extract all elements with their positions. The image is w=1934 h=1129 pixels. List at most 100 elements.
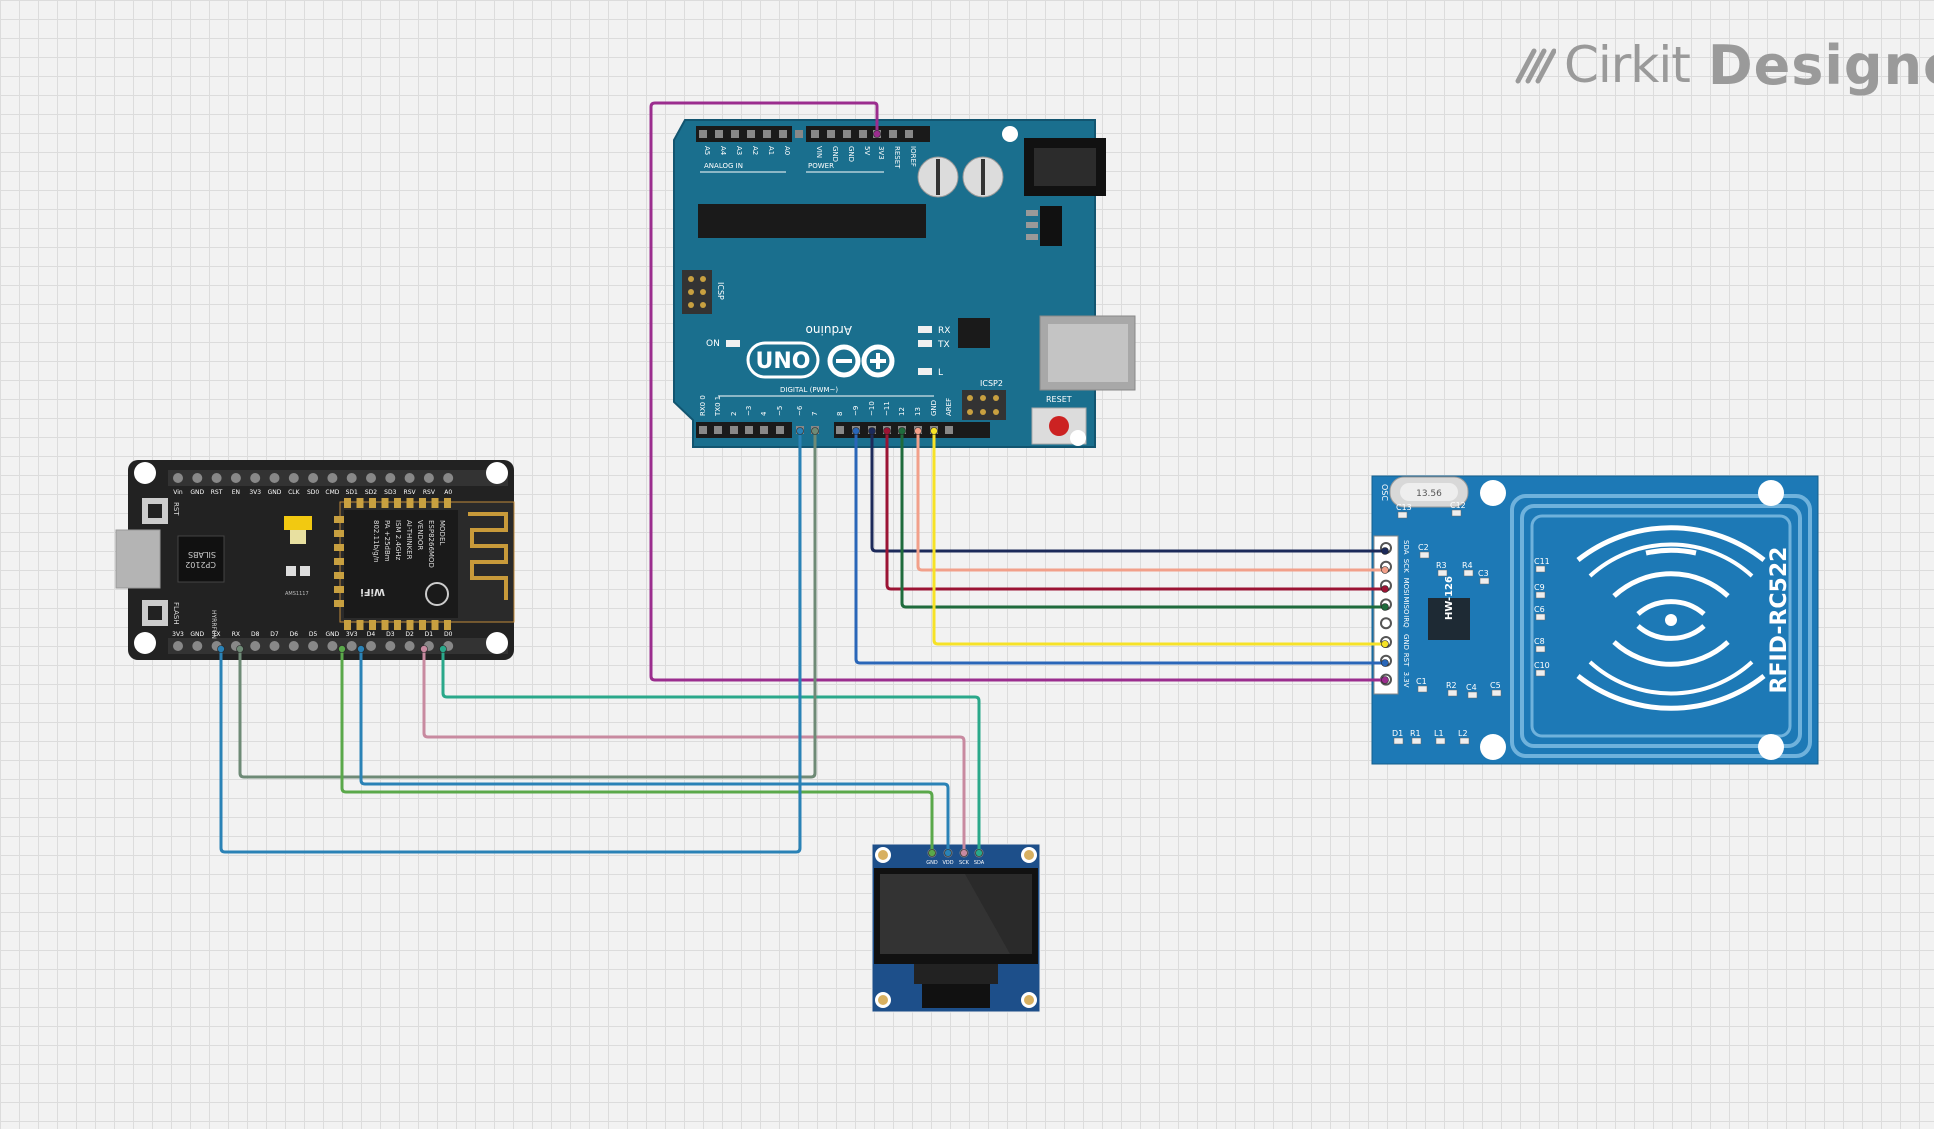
nodemcu-pin-top[interactable] xyxy=(443,473,454,483)
nodemcu-pin-top[interactable] xyxy=(269,473,280,483)
wire-blue-pin9[interactable] xyxy=(854,431,1385,665)
wire-blue-tx-pin6[interactable] xyxy=(219,431,802,854)
nodemcu-pin-bottom[interactable] xyxy=(327,641,338,651)
nodemcu-pin-bottom[interactable] xyxy=(308,641,319,651)
wire-navy-pin13[interactable] xyxy=(870,431,1385,553)
arduino-pin-top[interactable] xyxy=(795,130,803,138)
rfid-pin-label: MOSI xyxy=(1402,578,1410,596)
arduino-uno-board[interactable]: ICSP ICSP2 RESET ON RX TX L UNO Arduino … xyxy=(673,119,1136,448)
arduino-pin-bottom[interactable] xyxy=(714,426,722,434)
rfid-rc522-module[interactable]: RFID-RC522 13.56 OSC HW-126 SDASCKMOSIMI… xyxy=(1371,475,1819,765)
nodemcu-pin-bottom[interactable] xyxy=(173,641,183,651)
rfid-pin-label: SCK xyxy=(1402,559,1410,573)
arduino-pin-top[interactable] xyxy=(763,130,771,138)
wires[interactable] xyxy=(219,101,1385,854)
arduino-pin-top[interactable] xyxy=(827,130,835,138)
wire-gray-rx-pin7[interactable] xyxy=(238,431,817,779)
arduino-bottom-pin-label: 13 xyxy=(914,407,922,416)
nodemcu-bottom-pin-label: D8 xyxy=(251,631,260,638)
rfid-pin-label: 3.3V xyxy=(1402,672,1410,688)
nodemcu-pin-top[interactable] xyxy=(250,473,261,483)
arduino-pin-bottom[interactable] xyxy=(760,426,768,434)
arduino-pin-bottom[interactable] xyxy=(745,426,753,434)
wire-yellow-gnd[interactable] xyxy=(932,431,1385,646)
rfid-name-label: RFID-RC522 xyxy=(1767,547,1792,694)
arduino-pin-bottom[interactable] xyxy=(836,426,844,434)
nodemcu-pin-bottom[interactable] xyxy=(385,641,396,651)
arduino-top-pin-label: VIN xyxy=(815,146,823,158)
arduino-top-pin-label: IOREF xyxy=(909,146,917,167)
nodemcu-pin-bottom[interactable] xyxy=(288,641,299,651)
nodemcu-top-pin-label: RSV xyxy=(423,489,436,496)
nodemcu-pin-top[interactable] xyxy=(366,473,376,483)
nodemcu-pin-top[interactable] xyxy=(385,473,396,483)
arduino-top-pin-label: RESET xyxy=(893,146,901,169)
rfid-part-label: C13 xyxy=(1396,503,1412,512)
wire-pink-d2-sck[interactable] xyxy=(422,649,966,853)
arduino-bottom-pin-label: GND xyxy=(930,400,938,416)
nodemcu-bottom-pin-label: TX xyxy=(212,631,221,638)
wire-dkgreen-pin10[interactable] xyxy=(900,431,1385,609)
nodemcu-pin-bottom[interactable] xyxy=(250,641,261,651)
arduino-pin-bottom[interactable] xyxy=(730,426,738,434)
arduino-pin-top[interactable] xyxy=(779,130,787,138)
nodemcu-pin-top[interactable] xyxy=(404,473,415,483)
rfid-part-label: C12 xyxy=(1450,501,1466,510)
nodemcu-pin-top[interactable] xyxy=(192,473,203,483)
arduino-pin-top[interactable] xyxy=(811,130,819,138)
nodemcu-pin-top[interactable] xyxy=(211,473,222,483)
arduino-bottom-pin-label: ~10 xyxy=(868,401,876,416)
rfid-part-label: R2 xyxy=(1446,681,1457,690)
nodemcu-pin-top[interactable] xyxy=(230,473,241,483)
nodemcu-pin-top[interactable] xyxy=(173,473,183,483)
arduino-pin-top[interactable] xyxy=(905,130,913,138)
nodemcu-top-pin-label: Vin xyxy=(173,489,183,496)
arduino-pin-top[interactable] xyxy=(859,130,867,138)
nodemcu-pin-top[interactable] xyxy=(288,473,299,483)
brand-designer: Designer xyxy=(1707,33,1934,97)
nodemcu-pin-bottom[interactable] xyxy=(192,641,203,651)
nodemcu-pin-top[interactable] xyxy=(327,473,338,483)
nodemcu-pin-bottom[interactable] xyxy=(366,641,376,651)
rfid-pin[interactable] xyxy=(1380,617,1392,630)
arduino-pin-bottom[interactable] xyxy=(776,426,784,434)
wire-green-gnd[interactable] xyxy=(340,649,934,853)
nodemcu-top-pin-label: 3V3 xyxy=(249,489,261,496)
nodemcu-pin-top[interactable] xyxy=(346,473,357,483)
arduino-pin-top[interactable] xyxy=(731,130,739,138)
rfid-part-label: C3 xyxy=(1478,569,1489,578)
rfid-part-label: R1 xyxy=(1410,729,1421,738)
rf-waves-icon xyxy=(1576,525,1766,711)
nodemcu-pin-top[interactable] xyxy=(308,473,319,483)
arduino-pin-top[interactable] xyxy=(889,130,897,138)
arduino-top-pin-label: A0 xyxy=(783,146,791,155)
arduino-bottom-pin-label: RX0 0 xyxy=(699,395,707,416)
arduino-bottom-pin-label: ~3 xyxy=(745,406,753,416)
wire-salmon-pin12[interactable] xyxy=(916,431,1385,572)
nodemcu-pin-top[interactable] xyxy=(423,473,434,483)
wire-teal-d1-sda[interactable] xyxy=(441,649,981,853)
arduino-pin-top[interactable] xyxy=(699,130,707,138)
nodemcu-pin-bottom[interactable] xyxy=(404,641,415,651)
nodemcu-pin-bottom[interactable] xyxy=(269,641,280,651)
arduino-pin-top[interactable] xyxy=(715,130,723,138)
arduino-pin-bottom[interactable] xyxy=(945,426,953,434)
tx-led-label: TX xyxy=(937,340,950,350)
wire-maroon-pin11[interactable] xyxy=(885,431,1385,591)
arduino-pin-top[interactable] xyxy=(747,130,755,138)
arduino-bottom-pin-label: TX0 1 xyxy=(714,396,722,417)
arduino-pin-top[interactable] xyxy=(843,130,851,138)
arduino-pin-bottom[interactable] xyxy=(699,426,707,434)
wire-cyan-3v3-vdd[interactable] xyxy=(359,649,950,853)
rfid-part-label: R4 xyxy=(1462,561,1473,570)
wire-purple-3v3[interactable] xyxy=(649,101,1385,682)
regulator-label: AMS1117 xyxy=(285,591,309,597)
nodemcu-pin-bottom[interactable] xyxy=(346,641,357,651)
